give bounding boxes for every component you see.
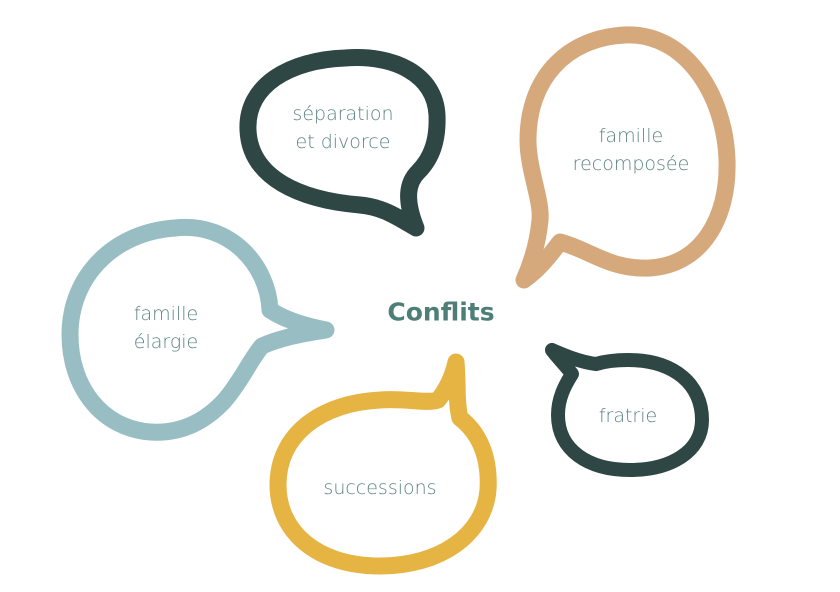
center-title: Conflits [387, 297, 495, 327]
bubble-recomposee-outline [515, 26, 736, 289]
bubble-label-recomposee: famille recomposée [572, 125, 690, 175]
bubble-label-separation: séparation et divorce [292, 103, 394, 153]
bubble-label-elargie: famille élargie [133, 303, 199, 353]
bubble-label-successions: successions [323, 477, 437, 499]
bubble-elargie-outline [61, 218, 335, 441]
bubble-fratrie-outline [545, 343, 709, 477]
bubble-separation-outline [239, 49, 446, 237]
bubble-successions-outline [269, 353, 497, 575]
bubble-label-fratrie: fratrie [598, 405, 658, 427]
